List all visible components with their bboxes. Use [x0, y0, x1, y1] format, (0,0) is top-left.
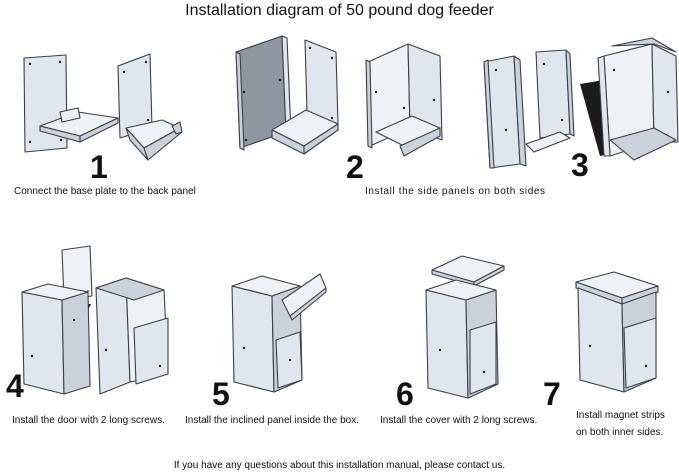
step-6-caption: Install the cover with 2 long screws.	[380, 413, 537, 429]
step-5-caption: Install the inclined panel inside the bo…	[185, 413, 359, 429]
step-2-illustration	[236, 36, 442, 156]
step-6-illustration	[426, 256, 504, 398]
step-2-number: 2	[346, 151, 364, 183]
step-4-illustration	[22, 246, 168, 394]
step-7-caption: Install magnet strips on both inner side…	[576, 407, 676, 441]
step-3-number: 3	[571, 149, 589, 181]
footer-note: If you have any questions about this ins…	[0, 460, 679, 471]
step-1-illustration	[24, 54, 182, 160]
step-4-caption: Install the door with 2 long screws.	[12, 413, 165, 429]
step-6-number: 6	[396, 378, 414, 410]
step-1-number: 1	[90, 151, 108, 183]
step-5-number: 5	[212, 378, 230, 410]
step-5-illustration	[232, 274, 326, 392]
step-1-caption: Connect the base plate to the back panel	[14, 184, 196, 200]
step-2-caption: Install the side panels on both sides	[365, 184, 546, 200]
step-4-number: 4	[6, 370, 24, 402]
step-7-number: 7	[543, 378, 561, 410]
step-7-illustration	[576, 272, 658, 392]
